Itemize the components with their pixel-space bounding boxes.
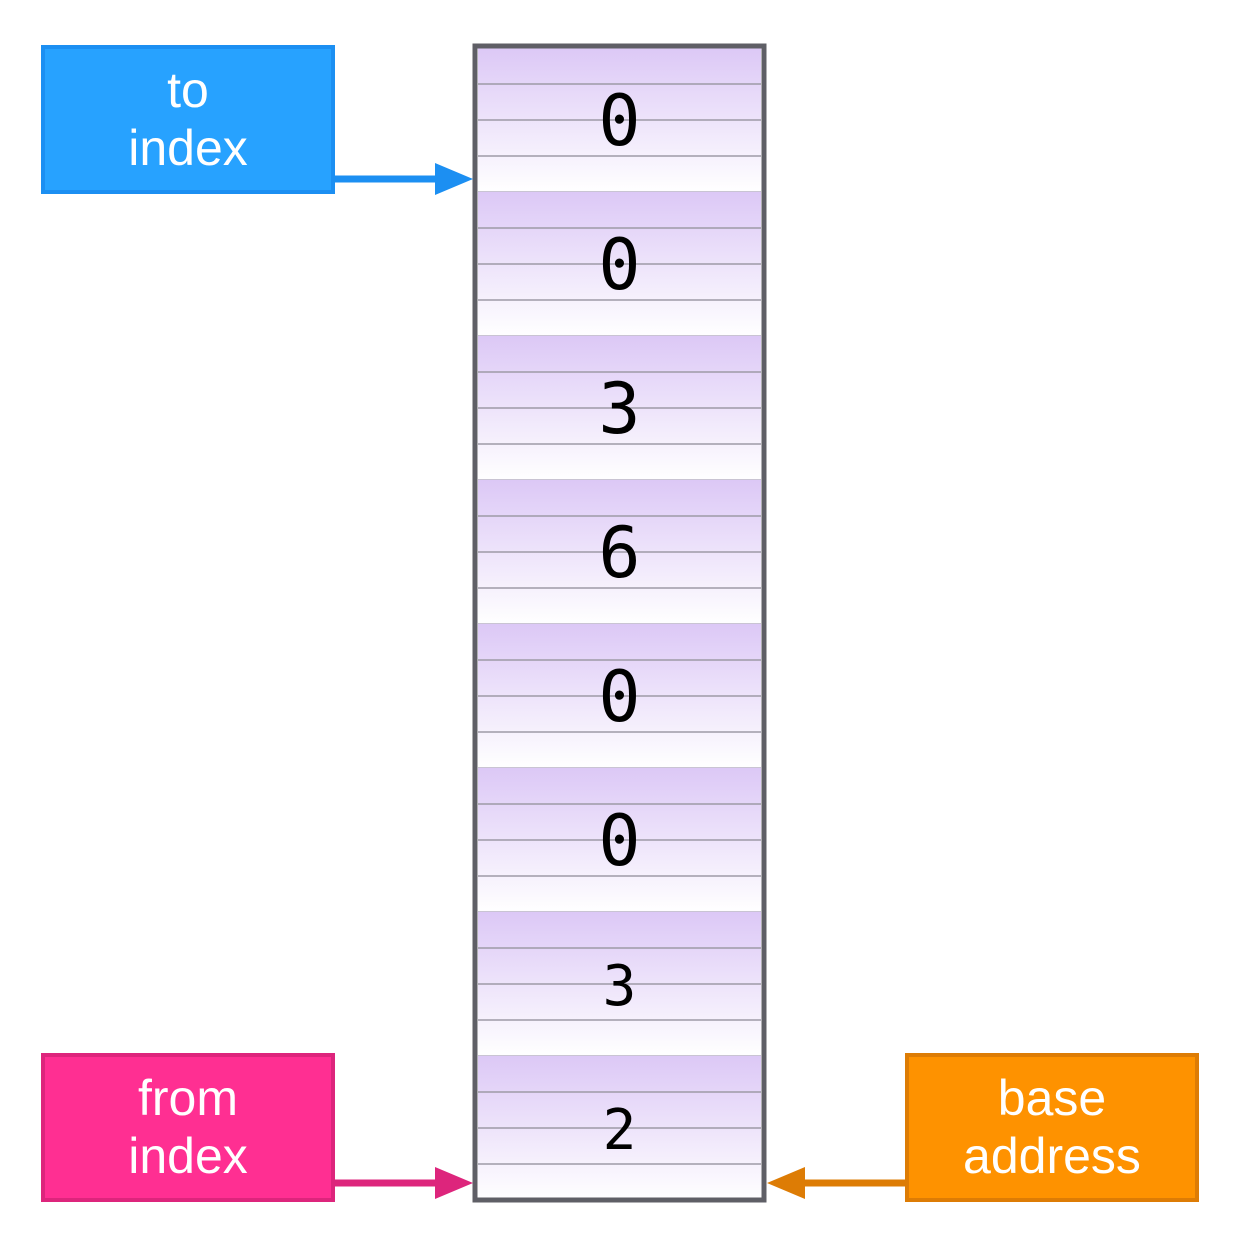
from-index-label-line1: from (138, 1070, 238, 1126)
memory-stack: 0 0 3 6 0 0 3 2 (478, 48, 761, 1201)
memory-cell: 6 (478, 480, 761, 625)
memory-cell: 3 (478, 336, 761, 481)
memory-cell: 0 (478, 624, 761, 769)
to-index-arrow (335, 163, 473, 195)
base-address-label-line1: base (997, 1070, 1107, 1126)
memory-cell: 0 (478, 48, 761, 193)
memory-cell-value: 3 (603, 954, 637, 1019)
to-index-label-line2: index (128, 119, 248, 176)
base-address-label-line2: address (963, 1127, 1141, 1184)
memory-cell: 0 (478, 192, 761, 337)
from-index-arrow (335, 1167, 473, 1199)
memory-cell-value: 0 (598, 656, 640, 738)
memory-cell: 0 (478, 768, 761, 913)
memory-stack-border (472, 43, 767, 1203)
memory-cell-value: 6 (598, 512, 640, 594)
base-address-label: base address (905, 1053, 1199, 1202)
memory-cell-value: 2 (603, 1098, 637, 1163)
memory-cell-value: 3 (598, 368, 640, 450)
base-address-arrow (767, 1167, 905, 1199)
from-index-label: from index (41, 1053, 335, 1202)
memory-cell: 2 (478, 1056, 761, 1201)
to-index-label-line1: to (167, 62, 209, 118)
memory-cell-value: 0 (598, 224, 640, 306)
memory-cell-value: 0 (598, 80, 640, 162)
to-index-label: to index (41, 45, 335, 194)
memory-cell-value: 0 (598, 800, 640, 882)
from-index-label-line2: index (128, 1127, 248, 1184)
memory-cell: 3 (478, 912, 761, 1057)
